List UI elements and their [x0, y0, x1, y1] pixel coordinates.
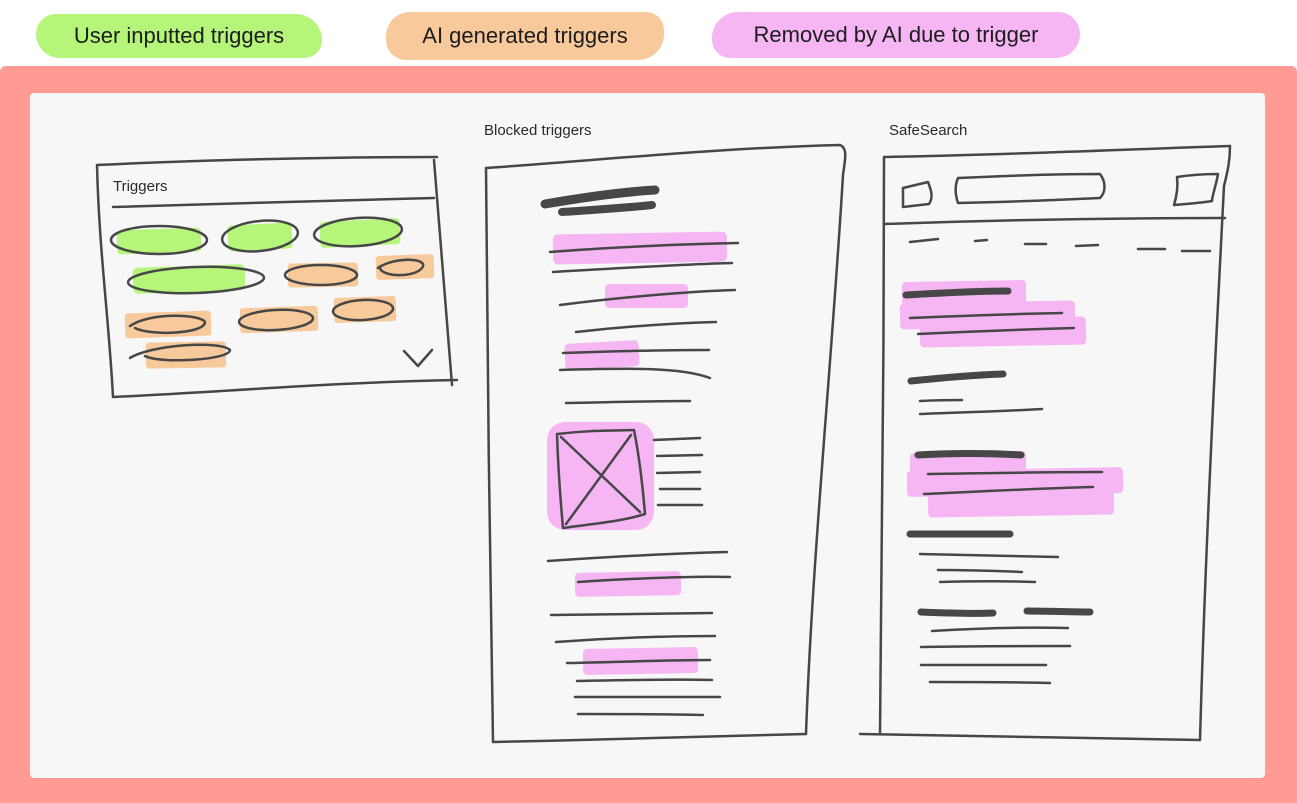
legend-removed-label: Removed by AI due to trigger — [753, 22, 1039, 47]
safesearch-page — [858, 144, 1232, 742]
safesearch-title: SafeSearch — [889, 122, 968, 139]
blocked-page — [484, 143, 847, 744]
ink-layer — [95, 143, 1232, 744]
triggers-panel — [95, 155, 459, 399]
legend-user-inputted-label: User inputted triggers — [73, 23, 285, 48]
legend-ai-generated: AI generated triggers — [386, 12, 664, 60]
ai-trigger-chips — [124, 254, 435, 369]
search-bar-placeholder[interactable] — [954, 172, 1106, 205]
blocked-triggers-title: Blocked triggers — [484, 122, 592, 139]
user-trigger-chips — [109, 216, 404, 295]
logo-placeholder-icon — [901, 180, 933, 209]
legend-user-inputted: User inputted triggers — [36, 14, 322, 58]
image-placeholder-icon — [555, 428, 704, 530]
menu-placeholder-icon[interactable] — [1172, 172, 1220, 207]
removed-highlights-safesearch — [899, 279, 1124, 518]
legend-ai-generated-label: AI generated triggers — [422, 23, 628, 48]
legend-removed-by-ai: Removed by AI due to trigger — [712, 12, 1080, 58]
chevron-down-icon[interactable] — [402, 348, 434, 368]
triggers-panel-title: Triggers — [113, 178, 168, 195]
